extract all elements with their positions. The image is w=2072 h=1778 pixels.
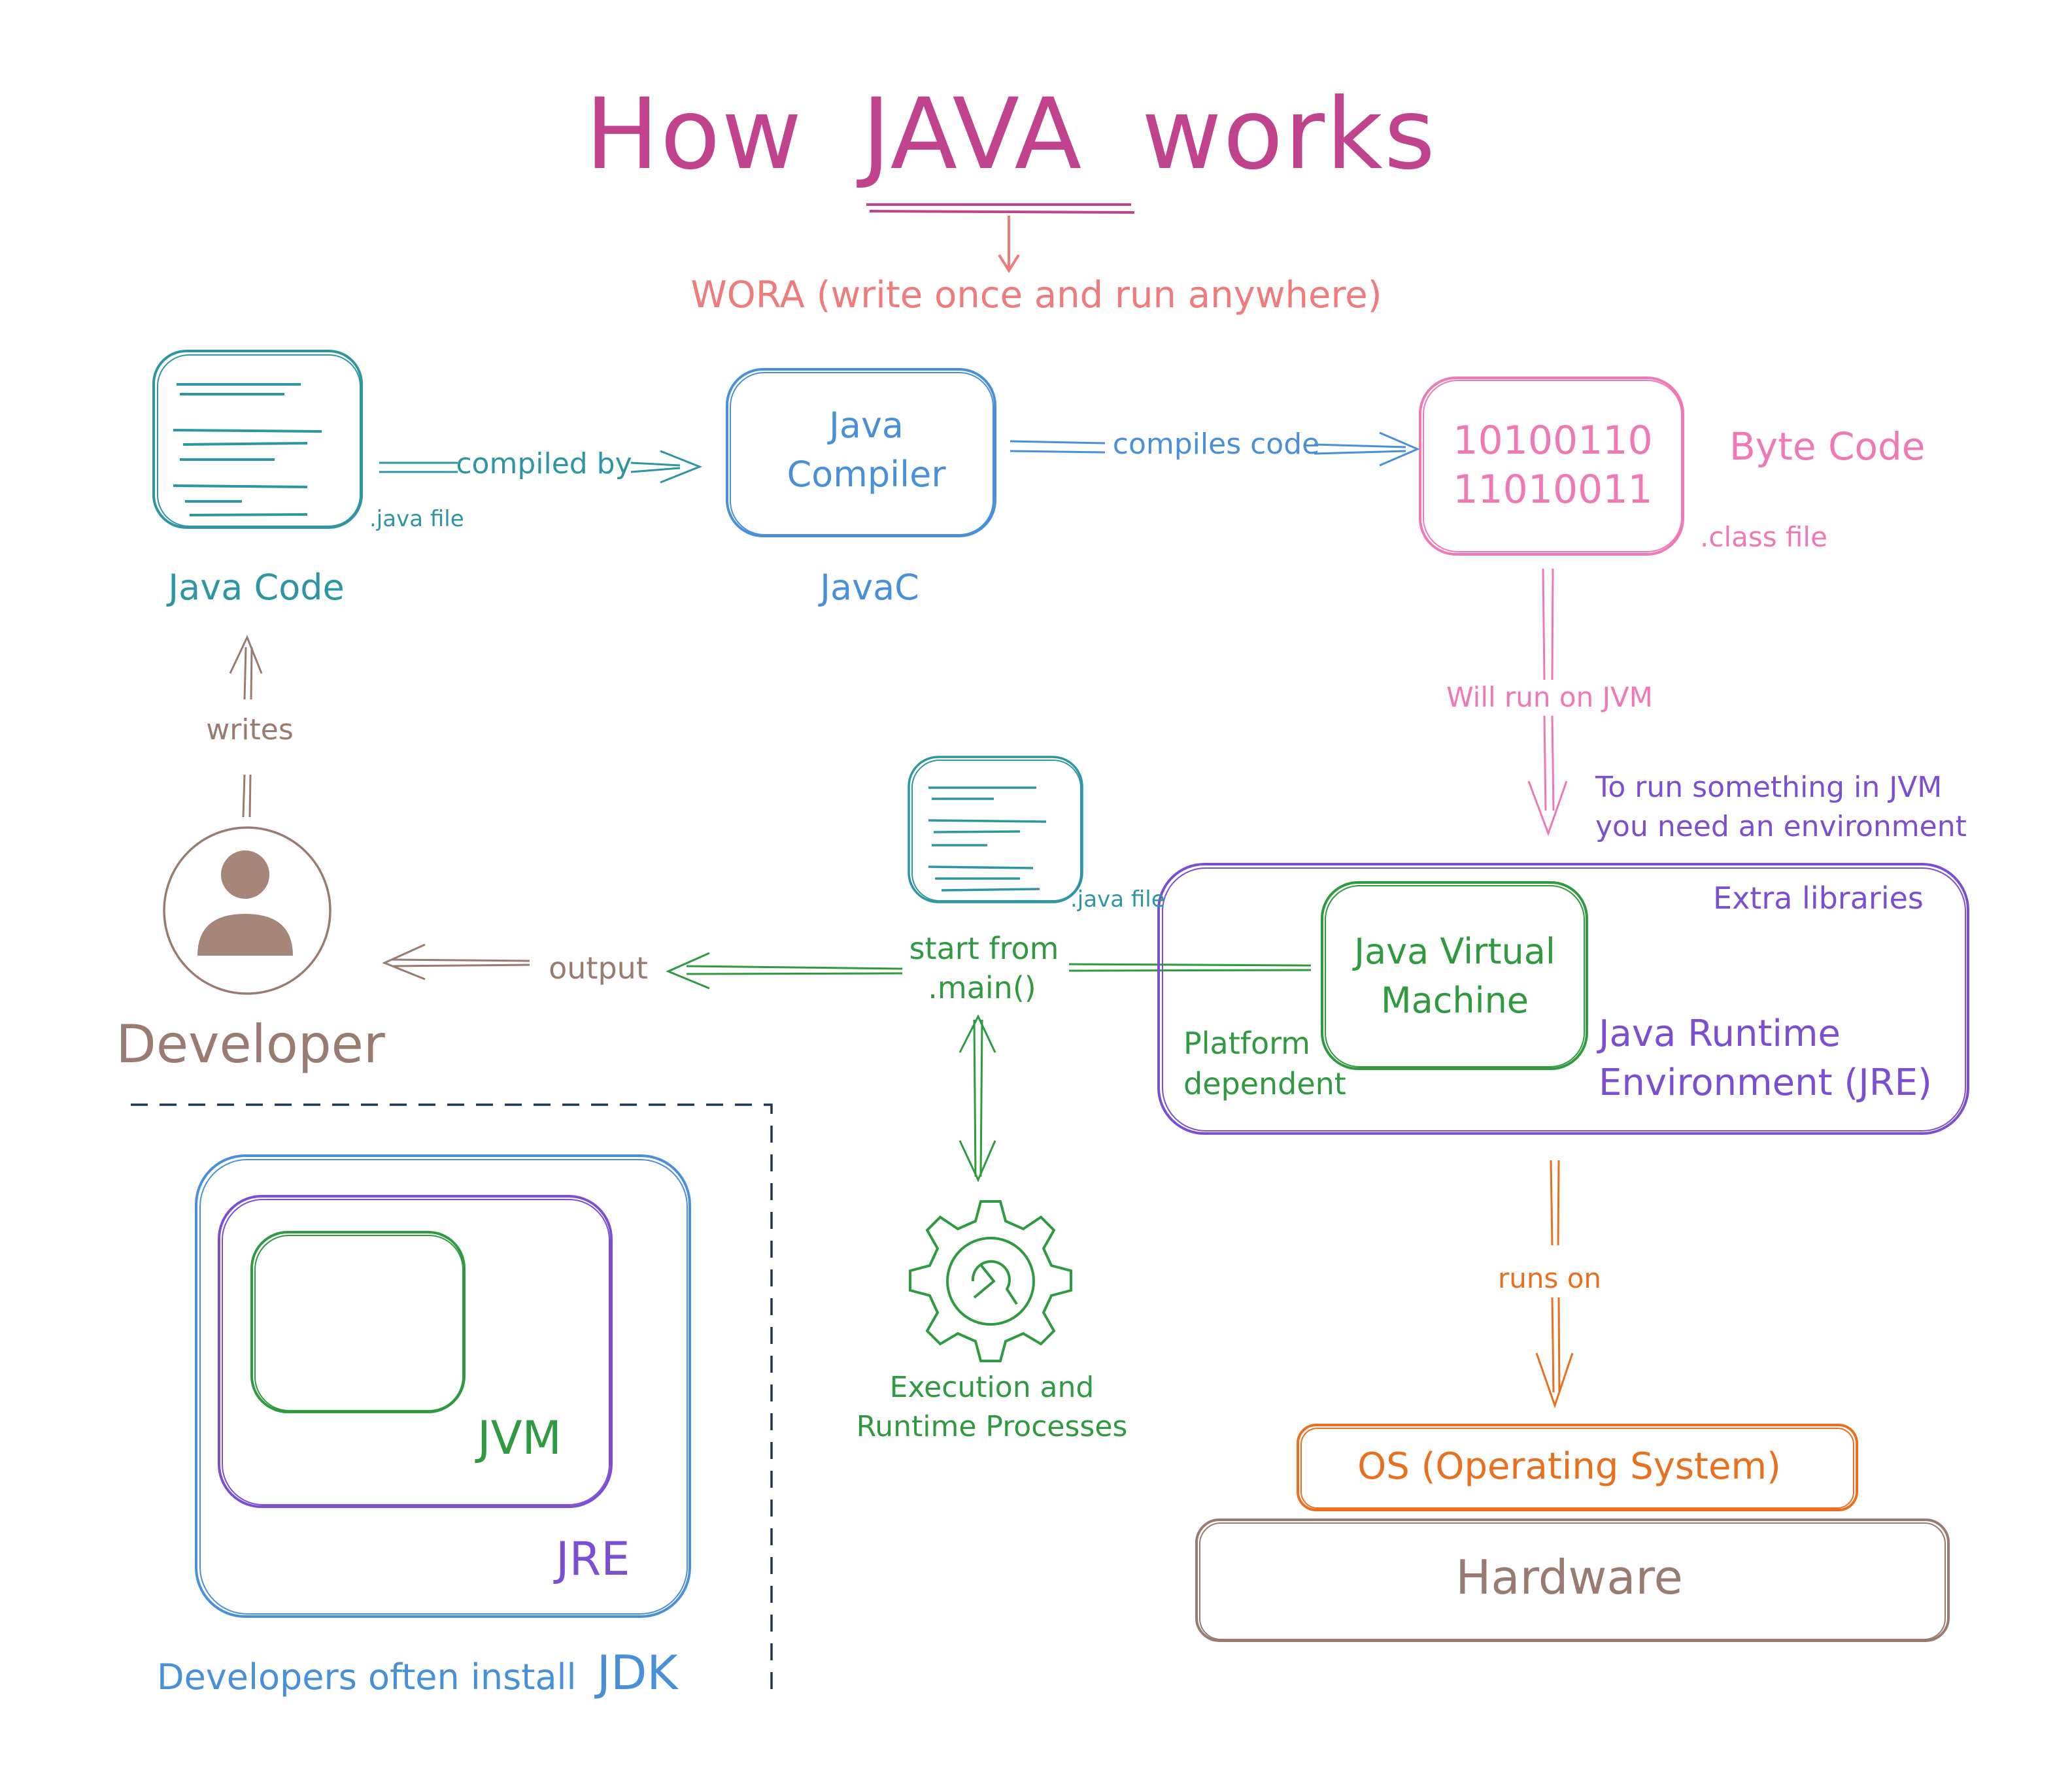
- title-underline: [866, 203, 1135, 214]
- bytecode-box: [1419, 377, 1684, 556]
- wora-label: WORA (write once and run anywhere): [690, 274, 1382, 316]
- edge-execution: [959, 1014, 996, 1183]
- jdk-jre-label: JRE: [556, 1532, 630, 1586]
- compiler-box: [726, 368, 996, 537]
- jdk-nested-jre-box: [195, 1154, 691, 1618]
- edge-output-label: output: [549, 950, 648, 986]
- edge-runs-on-label: runs on: [1497, 1262, 1602, 1294]
- os-label: OS (Operating System): [1357, 1445, 1781, 1488]
- jdk-nested-jvm-box: [218, 1195, 613, 1508]
- compiler-line2: Compiler: [787, 454, 946, 495]
- hardware-label: Hardware: [1455, 1550, 1683, 1605]
- wora-arrow: [998, 216, 1020, 273]
- edge-compiled-by: [379, 450, 703, 484]
- jvm-line2: Machine: [1380, 980, 1529, 1021]
- jre-line2: Environment (JRE): [1599, 1062, 1932, 1104]
- env-note-line2: you need an environment: [1595, 810, 1967, 843]
- env-note-line1: To run something in JVM: [1595, 771, 1943, 804]
- jvm-box: [1321, 881, 1588, 1070]
- edge-compiled-by-label: compiled by: [456, 447, 632, 480]
- bytecode-line1: 10100110: [1453, 418, 1653, 463]
- platform-line1: Platform: [1183, 1026, 1310, 1061]
- execution-line1: Execution and: [889, 1371, 1095, 1404]
- platform-line2: dependent: [1183, 1066, 1346, 1101]
- edge-output: [382, 943, 530, 981]
- jdk-dashed-frame: [131, 1103, 773, 1693]
- java-file-card: [908, 756, 1083, 903]
- jdk-caption: Developers often install JDK: [157, 1646, 678, 1700]
- hardware-box: [1195, 1518, 1950, 1642]
- title-prefix: How: [585, 78, 804, 192]
- developer-avatar: [163, 826, 331, 995]
- page-title: How JAVA works: [585, 78, 1436, 192]
- jre-box: [1157, 863, 1969, 1135]
- developer-label: Developer: [116, 1014, 385, 1075]
- start-file-label: .java file: [1070, 886, 1165, 913]
- extra-libraries-label: Extra libraries: [1713, 881, 1924, 916]
- title-highlight: JAVA: [861, 78, 1083, 192]
- edge-compiles-code-label: compiles code: [1112, 428, 1320, 461]
- start-line1: start from: [909, 931, 1059, 966]
- jdk-caption-text: Developers often install: [157, 1656, 577, 1698]
- edge-jvm-to-start: [666, 952, 1312, 990]
- execution-line2: Runtime Processes: [856, 1410, 1128, 1443]
- bytecode-line2: 11010011: [1453, 467, 1653, 512]
- os-box: [1297, 1424, 1858, 1511]
- jre-line1: Java Runtime: [1599, 1013, 1841, 1055]
- jdk-caption-highlight: JDK: [596, 1645, 678, 1700]
- edge-will-run-label: Will run on JVM: [1446, 681, 1653, 713]
- edge-will-run-on-jvm: [1527, 568, 1568, 837]
- bytecode-file-label: .class file: [1700, 521, 1827, 553]
- bytecode-label: Byte Code: [1729, 424, 1926, 469]
- title-suffix: works: [1141, 78, 1437, 192]
- edge-runs-on: [1535, 1160, 1574, 1409]
- edge-writes: [229, 635, 263, 818]
- java-code-card: [152, 350, 363, 529]
- jdk-nested-inner-box: [250, 1231, 466, 1413]
- jdk-jvm-label: JVM: [477, 1411, 562, 1465]
- compiler-line1: Java: [828, 405, 904, 446]
- start-line2: .main(): [928, 970, 1036, 1005]
- compiler-label: JavaC: [820, 567, 919, 608]
- gear-icon: [909, 1200, 1072, 1362]
- java-code-file-label: .java file: [369, 506, 464, 532]
- jvm-line1: Java Virtual: [1354, 931, 1555, 972]
- edge-writes-label: writes: [206, 713, 294, 746]
- edge-compiles-code: [1010, 431, 1420, 467]
- java-code-label: Java Code: [168, 567, 345, 608]
